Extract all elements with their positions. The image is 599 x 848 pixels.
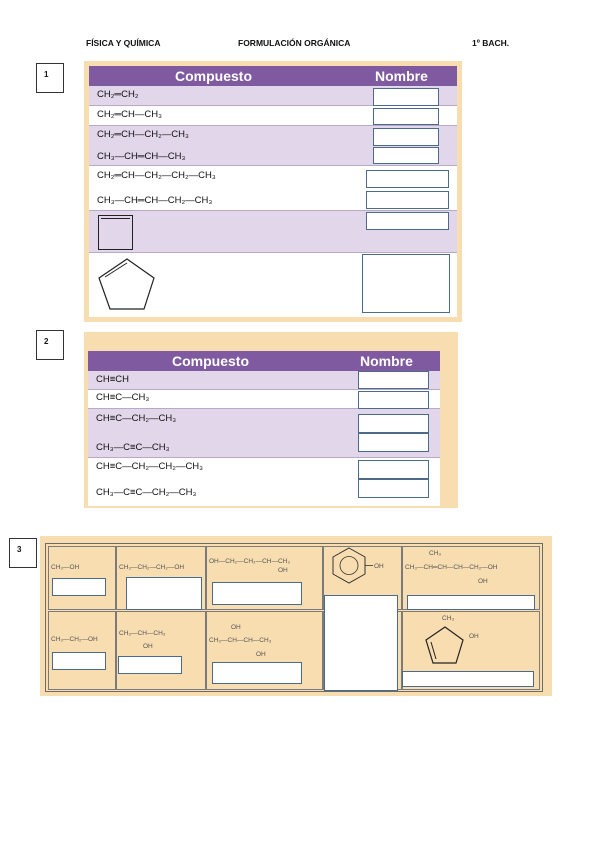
name-answer-field[interactable] xyxy=(118,656,182,674)
name-answer-field[interactable] xyxy=(358,391,429,409)
formula: CH≡C—CH₂—CH₂—CH₃ xyxy=(96,461,204,472)
name-answer-field[interactable] xyxy=(358,414,429,433)
name-column-header: Nombre xyxy=(360,353,413,369)
name-answer-field[interactable] xyxy=(52,578,106,596)
formula: CH₂═CH—CH₂—CH₂—CH₃ xyxy=(97,170,216,181)
grid-cell xyxy=(116,611,206,690)
substituent: OH xyxy=(256,651,266,658)
phenol-structure xyxy=(332,547,373,584)
formula: CH₃—CH₂—CH₂—OH xyxy=(119,564,185,571)
topic-label: FORMULACIÓN ORGÁNICA xyxy=(238,38,351,48)
table-row xyxy=(88,457,440,507)
name-answer-field[interactable] xyxy=(373,88,439,106)
name-answer-field[interactable] xyxy=(407,595,535,610)
name-answer-field[interactable] xyxy=(358,433,429,452)
name-answer-field[interactable] xyxy=(212,662,302,684)
alcohol-grid: CH₃—OH CH₃—CH₂—CH₂—OH OH—CH₂—CH₂—CH—CH₃ … xyxy=(45,543,543,692)
table-row xyxy=(89,86,457,105)
section-number: 1 xyxy=(44,70,49,79)
section-number: 2 xyxy=(44,337,49,346)
compound-column-header: Compuesto xyxy=(172,353,249,369)
name-answer-field[interactable] xyxy=(366,212,449,230)
grid-cell xyxy=(48,546,116,610)
cyclopentene-structure xyxy=(98,258,155,310)
section-number-box: 1 xyxy=(36,63,64,93)
table-header: Compuesto Nombre xyxy=(88,351,440,371)
formula: CH₃—OH xyxy=(51,564,80,571)
formula: CH₃—CH₂—OH xyxy=(51,636,98,643)
name-answer-field[interactable] xyxy=(358,479,429,498)
formula: CH₃—C≡C—CH₃ xyxy=(96,442,170,453)
formula: CH≡C—CH₃ xyxy=(96,392,150,403)
table-row xyxy=(88,371,440,389)
name-answer-field[interactable] xyxy=(373,128,439,146)
formula: CH₃—CH═CH—CH—CH₂—OH xyxy=(405,564,498,571)
name-answer-field[interactable] xyxy=(362,254,450,313)
compound-column-header: Compuesto xyxy=(175,68,252,84)
formula: CH₃—CH═CH—CH₂—CH₃ xyxy=(97,195,213,206)
name-answer-field[interactable] xyxy=(373,108,439,125)
grid-cell xyxy=(206,611,323,690)
formula: CH₃—CH═CH—CH₃ xyxy=(97,151,186,162)
section-number: 3 xyxy=(17,545,22,554)
formula: OH—CH₂—CH₂—CH—CH₃ xyxy=(209,558,290,565)
name-answer-field[interactable] xyxy=(126,577,202,610)
name-answer-field[interactable] xyxy=(366,170,449,188)
formula: CH₂═CH₂ xyxy=(97,89,139,100)
table-row xyxy=(89,165,457,211)
name-answer-field[interactable] xyxy=(212,582,302,605)
alkyne-table: Compuesto Nombre CH≡CH CH≡C—CH₃ CH≡C—CH₂… xyxy=(88,351,440,506)
name-answer-field[interactable] xyxy=(358,460,429,479)
grid-cell xyxy=(48,611,116,690)
section-number-box: 3 xyxy=(9,538,37,568)
name-column-header: Nombre xyxy=(375,68,428,84)
cyclopentenol-structure xyxy=(425,626,464,664)
course-label: 1º BACH. xyxy=(472,38,510,48)
substituent: CH₃ xyxy=(442,615,455,622)
substituent: OH xyxy=(478,578,488,585)
formula: CH≡C—CH₂—CH₃ xyxy=(96,413,177,424)
substituent: OH xyxy=(469,633,479,640)
section-number-box: 2 xyxy=(36,330,64,360)
substituent: OH xyxy=(278,567,288,574)
formula: CH₂═CH—CH₂—CH₃ xyxy=(97,129,189,140)
formula: CH₃—CH—CH₃ xyxy=(119,630,166,637)
name-answer-field[interactable] xyxy=(324,595,398,691)
cyclobutene-structure xyxy=(98,215,133,250)
table-row xyxy=(88,389,440,409)
formula: CH₂═CH—CH₃ xyxy=(97,109,162,120)
grid-cell xyxy=(402,611,540,690)
grid-cell xyxy=(206,546,323,610)
substituent: OH xyxy=(374,563,384,570)
table-header: Compuesto Nombre xyxy=(89,66,457,86)
subject-label: FÍSICA Y QUÍMICA xyxy=(86,38,161,48)
formula: CH₃—CH—CH—CH₃ xyxy=(209,637,272,644)
name-answer-field[interactable] xyxy=(52,652,106,670)
table-row xyxy=(89,252,457,318)
formula: CH≡CH xyxy=(96,374,129,385)
substituent: OH xyxy=(143,643,153,650)
formula: CH₃—C≡C—CH₂—CH₃ xyxy=(96,487,197,498)
name-answer-field[interactable] xyxy=(366,191,449,209)
name-answer-field[interactable] xyxy=(373,147,439,164)
name-answer-field[interactable] xyxy=(358,371,429,389)
substituent: OH xyxy=(231,624,241,631)
name-answer-field[interactable] xyxy=(402,671,534,687)
table-row xyxy=(89,105,457,126)
substituent: CH₃ xyxy=(429,550,442,557)
alkene-table: Compuesto Nombre CH₂═CH₂ CH₂═CH—CH₃ CH₂═… xyxy=(89,66,457,317)
